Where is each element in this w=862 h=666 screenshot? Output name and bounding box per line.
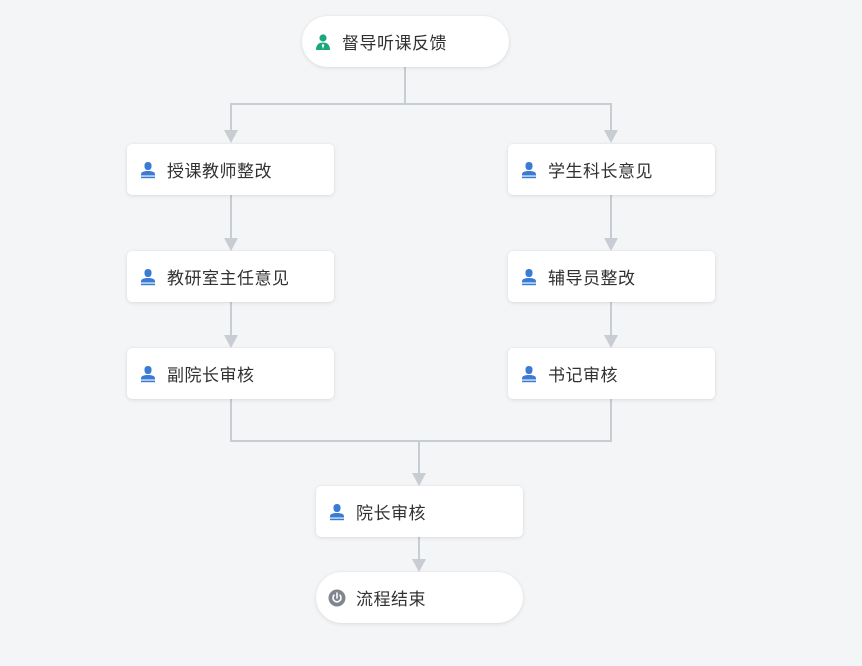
node-left-1[interactable]: 授课教师整改 xyxy=(127,144,334,195)
node-start[interactable]: 督导听课反馈 xyxy=(302,16,509,67)
arrow-head xyxy=(604,130,618,143)
user-icon xyxy=(139,365,157,383)
arrow-head xyxy=(224,130,238,143)
node-label: 教研室主任意见 xyxy=(167,269,290,289)
arrow-head xyxy=(604,335,618,348)
node-label: 辅导员整改 xyxy=(548,269,636,289)
node-left-2[interactable]: 教研室主任意见 xyxy=(127,251,334,302)
arrow-head xyxy=(412,473,426,486)
node-right-3[interactable]: 书记审核 xyxy=(508,348,715,399)
arrow-head xyxy=(604,238,618,251)
user-icon xyxy=(520,161,538,179)
node-right-1[interactable]: 学生科长意见 xyxy=(508,144,715,195)
user-icon xyxy=(520,365,538,383)
node-label: 书记审核 xyxy=(548,366,618,386)
connector-start-split xyxy=(230,67,612,130)
arrow-head xyxy=(224,335,238,348)
arrow-head xyxy=(224,238,238,251)
user-icon xyxy=(328,503,346,521)
node-left-3[interactable]: 副院长审核 xyxy=(127,348,334,399)
node-label: 学生科长意见 xyxy=(548,162,653,182)
connector-merge xyxy=(230,399,612,473)
node-label: 督导听课反馈 xyxy=(342,34,447,54)
node-label: 院长审核 xyxy=(356,504,426,524)
node-right-2[interactable]: 辅导员整改 xyxy=(508,251,715,302)
user-icon xyxy=(139,268,157,286)
node-label: 副院长审核 xyxy=(167,366,255,386)
user-avatar-icon xyxy=(314,33,332,51)
node-end[interactable]: 流程结束 xyxy=(316,572,523,623)
power-icon xyxy=(328,589,346,607)
node-label: 流程结束 xyxy=(356,590,426,610)
user-icon xyxy=(520,268,538,286)
arrow-head xyxy=(412,559,426,572)
node-merge[interactable]: 院长审核 xyxy=(316,486,523,537)
user-icon xyxy=(139,161,157,179)
node-label: 授课教师整改 xyxy=(167,162,272,182)
